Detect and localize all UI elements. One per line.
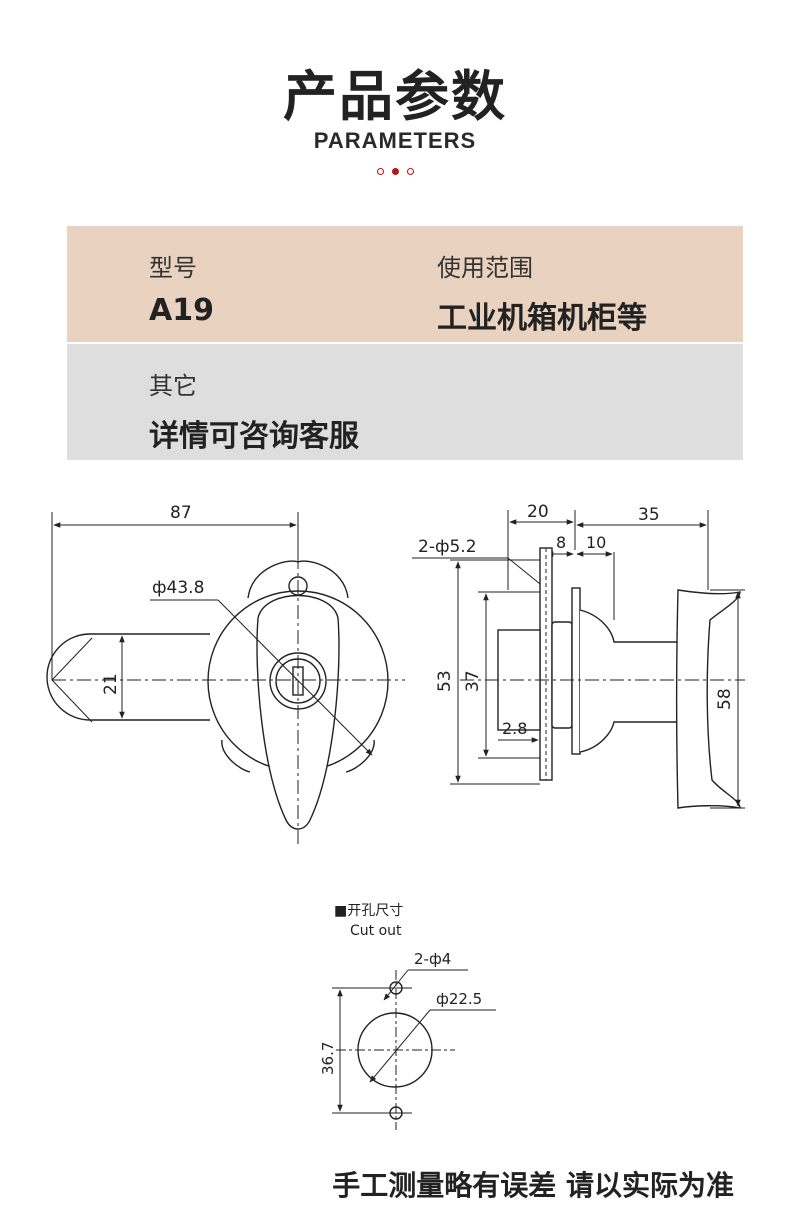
dim-side-gap-a: 8 bbox=[556, 533, 566, 552]
cutout-spacing: 36.7 bbox=[319, 1042, 337, 1075]
other-value: 详情可咨询客服 bbox=[149, 419, 359, 454]
technical-drawing: 87 21 ф43.8 20 35 bbox=[46, 502, 745, 1130]
model-value: A19 bbox=[149, 293, 214, 328]
dim-side-height-outer: 53 bbox=[435, 670, 455, 692]
dim-front-width: 87 bbox=[170, 503, 192, 523]
other-cell: 其它 详情可咨询客服 bbox=[149, 366, 359, 455]
params-row-1: 型号 A19 使用范围 工业机箱机柜等 bbox=[67, 226, 743, 342]
dot-center bbox=[391, 168, 399, 175]
other-label: 其它 bbox=[149, 372, 197, 400]
model-label: 型号 bbox=[149, 254, 197, 282]
cutout-holes: 2-ф4 bbox=[414, 950, 451, 968]
page-title: 产品参数 bbox=[283, 65, 507, 128]
cutout-view: ■开孔尺寸 Cut out 2-ф4 ф22.5 36.7 bbox=[319, 903, 496, 1130]
usage-cell: 使用范围 工业机箱机柜等 bbox=[437, 248, 647, 337]
dim-side-depth-a: 20 bbox=[527, 502, 549, 522]
model-cell: 型号 A19 bbox=[149, 248, 214, 328]
dim-front-diameter: ф43.8 bbox=[152, 578, 204, 598]
dim-side-gap-b: 10 bbox=[586, 533, 606, 552]
usage-value: 工业机箱机柜等 bbox=[437, 301, 647, 336]
footer-note-text: 手工测量略有误差 请以实际为准 bbox=[332, 1169, 734, 1202]
side-view: 20 35 8 10 2-ф5.2 53 bbox=[412, 502, 745, 809]
dim-front-height: 21 bbox=[101, 673, 121, 695]
cutout-diameter: ф22.5 bbox=[436, 990, 482, 1008]
cutout-subtitle: Cut out bbox=[350, 923, 402, 939]
decorative-dots bbox=[0, 168, 790, 175]
dim-side-hole: 2-ф5.2 bbox=[418, 537, 477, 557]
dot-left bbox=[376, 168, 384, 175]
page-subtitle: PARAMETERS bbox=[313, 128, 477, 153]
dim-side-handle-height: 58 bbox=[715, 688, 735, 710]
dim-side-depth-b: 35 bbox=[638, 505, 660, 525]
front-view: 87 21 ф43.8 bbox=[46, 503, 405, 848]
footer-note: 手工测量略有误差 请以实际为准 bbox=[0, 1164, 790, 1204]
cutout-title: ■开孔尺寸 bbox=[334, 903, 403, 919]
usage-label: 使用范围 bbox=[437, 254, 533, 282]
dim-side-height-inner: 37 bbox=[463, 670, 483, 692]
dim-side-plate: 2.8 bbox=[502, 719, 527, 738]
dot-right bbox=[406, 168, 414, 175]
params-row-2: 其它 详情可咨询客服 bbox=[67, 344, 743, 460]
